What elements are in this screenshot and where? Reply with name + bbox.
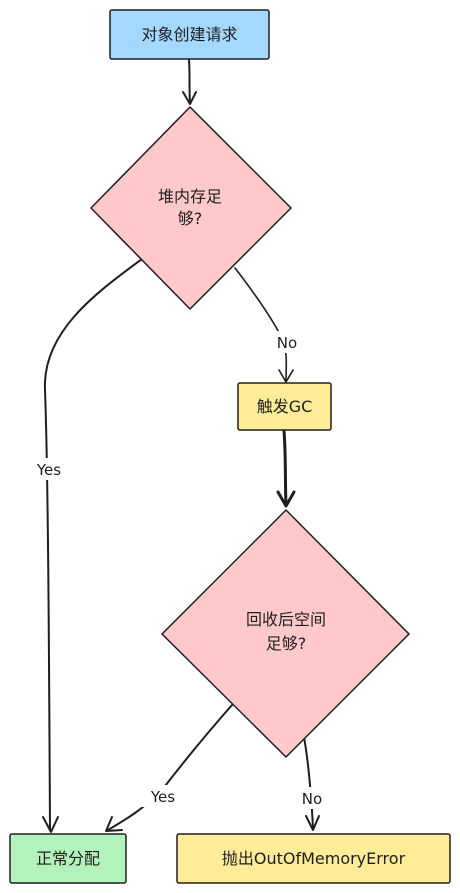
node-trigger-gc-box (237, 382, 332, 431)
node-after-gc-check-label-line2: 足够? (266, 634, 307, 653)
arrowhead (276, 490, 296, 508)
node-heap-check[interactable]: 堆内存足 够? (90, 106, 292, 310)
node-oom-label: 抛出OutOfMemoryError (222, 849, 406, 868)
edge-label-bg (28, 458, 70, 480)
edge-label-bg (141, 785, 185, 807)
arrowhead (182, 91, 197, 105)
edge-heap-yes (43, 255, 147, 831)
edge-label-gc-no: No (302, 790, 322, 808)
arrowhead (42, 816, 59, 833)
node-start-box (109, 9, 270, 60)
node-heap-check-label-line2: 够? (178, 209, 203, 228)
edge-label-heap-no: No (277, 334, 297, 352)
edge-label-heap-yes: Yes (36, 461, 61, 479)
node-after-gc-check[interactable]: 回收后空间 足够? (161, 509, 410, 758)
node-after-gc-check-label-line1: 回收后空间 (246, 610, 326, 629)
node-oom[interactable]: 抛出OutOfMemoryError (176, 833, 451, 884)
node-normal-alloc[interactable]: 正常分配 (9, 833, 127, 884)
node-start-label: 对象创建请求 (141, 25, 237, 44)
edge-labels: Yes No Yes No (28, 331, 329, 809)
node-normal-alloc-box (9, 833, 127, 884)
edge-heap-no (234, 267, 288, 381)
node-heap-check-diamond (90, 106, 292, 310)
edge-start-to-heap-check (188, 59, 191, 104)
node-trigger-gc[interactable]: 触发GC (237, 382, 332, 431)
node-trigger-gc-label: 触发GC (257, 397, 313, 416)
node-oom-box (176, 833, 451, 884)
arrowhead (105, 816, 123, 832)
edge-label-bg (270, 331, 304, 353)
node-start[interactable]: 对象创建请求 (109, 9, 270, 60)
node-after-gc-check-diamond (161, 509, 410, 758)
edge-gc-to-check (282, 428, 288, 507)
edge-gc-yes (107, 704, 233, 831)
arrowhead (278, 369, 294, 383)
edge-label-gc-yes: Yes (150, 788, 175, 806)
arrowhead (305, 815, 320, 831)
node-heap-check-label-line1: 堆内存足 (158, 187, 222, 206)
node-normal-alloc-label: 正常分配 (36, 849, 100, 868)
edge-label-bg (295, 787, 329, 809)
edge-gc-no (303, 736, 314, 829)
